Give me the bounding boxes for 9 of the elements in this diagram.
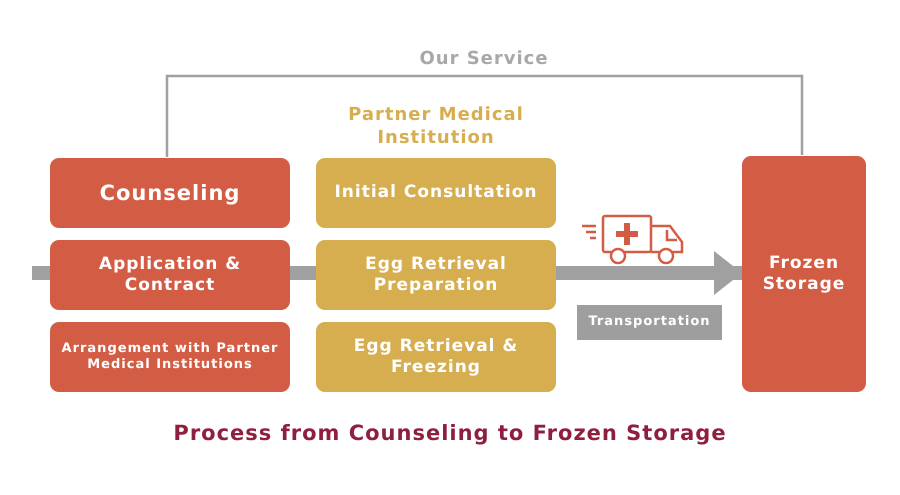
process-box: Frozen Storage <box>742 156 866 392</box>
diagram-title: Process from Counseling to Frozen Storage <box>172 421 728 445</box>
process-box: Egg Retrieval Preparation <box>316 240 556 310</box>
process-box: Arrangement with Partner Medical Institutions <box>50 322 290 392</box>
process-box: Counseling <box>50 158 290 228</box>
process-box: Application & Contract <box>50 240 290 310</box>
step-label-bar: Transportation <box>577 305 722 340</box>
process-box: Initial Consultation <box>316 158 556 228</box>
process-box: Egg Retrieval & Freezing <box>316 322 556 392</box>
